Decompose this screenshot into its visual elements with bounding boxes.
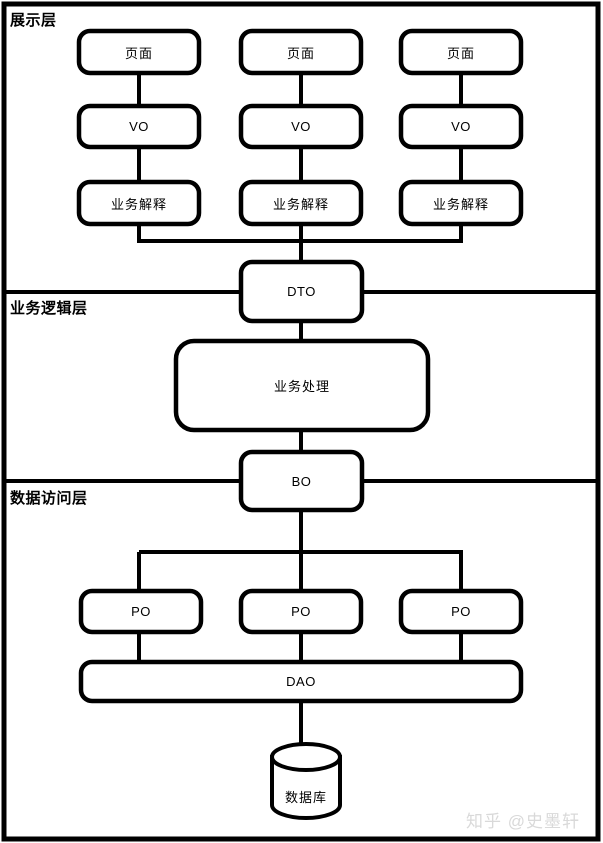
layer-label-business-logic: 业务逻辑层 [10, 300, 88, 317]
node-dto[interactable] [238, 259, 365, 324]
node-vo-3[interactable] [398, 103, 524, 150]
watermark-text: 知乎 @史墨轩 [466, 812, 580, 831]
node-dao[interactable] [78, 659, 524, 704]
node-database[interactable] [270, 742, 342, 820]
database-cylinder-body [270, 755, 342, 820]
node-biz-process[interactable] [173, 338, 431, 433]
node-biz-interpret-1[interactable] [76, 179, 202, 227]
node-vo-1[interactable] [76, 103, 202, 150]
node-po-3[interactable] [398, 588, 524, 635]
node-page-1[interactable] [76, 28, 202, 76]
node-page-3[interactable] [398, 28, 524, 76]
node-page-2[interactable] [238, 28, 364, 76]
node-po-2[interactable] [238, 588, 364, 635]
layer-label-data-access: 数据访问层 [10, 490, 88, 507]
node-biz-interpret-3[interactable] [398, 179, 524, 227]
node-bo[interactable] [238, 449, 365, 513]
layer-label-presentation: 展示层 [10, 12, 57, 29]
node-biz-interpret-2[interactable] [238, 179, 364, 227]
database-cylinder-top [270, 742, 342, 772]
node-vo-2[interactable] [238, 103, 364, 150]
node-po-1[interactable] [78, 588, 204, 635]
